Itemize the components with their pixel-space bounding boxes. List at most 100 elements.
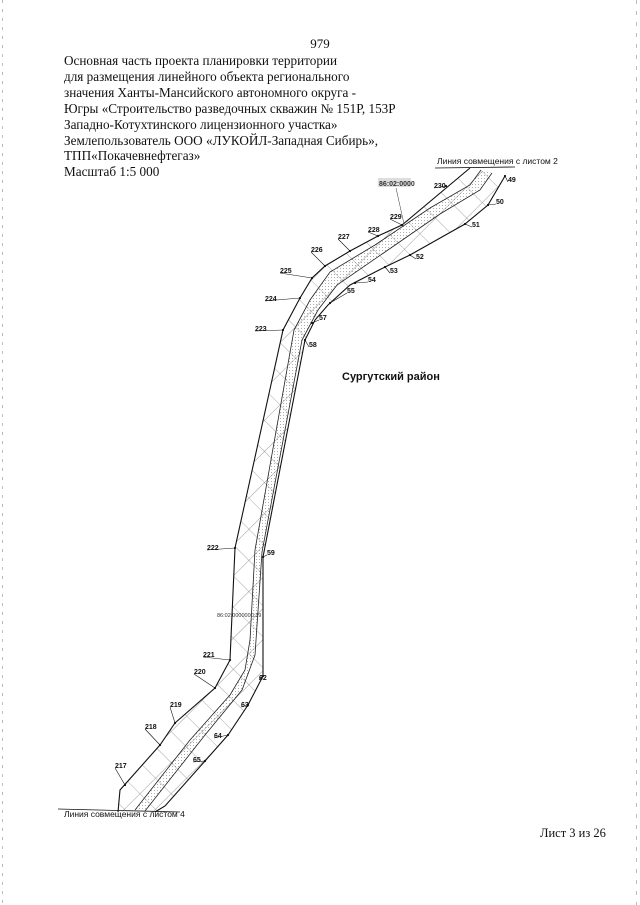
right-point-64-leader [213,734,229,739]
right-point-51: 51 [472,222,480,229]
left-point-219: 219 [170,702,182,709]
road-axis-line-2 [144,172,493,812]
right-point-63: 63 [241,702,249,709]
left-point-228-marker [376,234,380,238]
left-point-223: 223 [255,326,267,333]
right-point-50-leader [487,203,497,206]
corridor-area [117,167,506,813]
right-point-50: 50 [496,199,504,206]
caption-line-7: ТПП«Покачевнефтегаз» [64,148,201,164]
sheet-number: Лист 3 из 26 [540,826,606,840]
corridor-center-band [135,170,492,811]
scale-label: Масштаб 1:5 000 [64,164,160,180]
district-label: Сургутский район [342,371,440,383]
right-point-52: 52 [416,254,424,261]
left-point-221-marker [228,658,232,662]
right-point-57-leader [311,319,320,324]
left-point-219-marker [173,721,177,725]
left-point-230-leader [433,185,447,189]
right-point-58: 58 [309,342,317,349]
left-point-226-marker [323,264,327,268]
bottom-junction-label: Линия совмещения с листом 4 [64,809,185,819]
right-point-64: 64 [214,733,222,740]
left-point-217-marker [123,783,127,787]
right-point-63-marker [246,703,250,707]
left-point-225-leader [279,272,313,279]
scan-edge-right [636,0,637,905]
left-point-217: 217 [115,763,127,770]
right-point-59-marker [261,555,265,559]
page-number: 979 [310,36,330,51]
right-point-54-leader [354,281,369,284]
right-point-58-marker [303,338,307,342]
left-point-224: 224 [265,296,277,303]
caption-line-1: Основная часть проекта планировки террит… [64,53,338,68]
left-point-223-marker [281,328,285,332]
left-point-218: 218 [145,724,157,731]
caption-line-6: Землепользователь ООО «ЛУКОЙЛ-Западная С… [64,132,379,148]
corridor-right-boundary [154,175,506,813]
right-point-65: 65 [193,757,201,764]
left-point-224-marker [298,296,302,300]
road-axis-line [134,169,482,811]
right-point-54-marker [353,281,357,285]
right-point-49-marker [503,174,507,178]
left-point-222-leader [206,547,236,551]
right-point-62: 62 [259,675,267,682]
corridor-hatch [118,168,505,812]
right-point-64-marker [226,733,230,737]
cadastral-label-middle: 86:02:0000000:39 [217,613,261,619]
left-point-229-marker [400,223,404,227]
right-point-58-leader [304,339,310,348]
right-point-55-leader [329,292,348,304]
left-point-221: 221 [203,652,215,659]
left-point-222-marker [233,546,237,550]
left-point-221-leader [202,656,231,661]
right-point-49: 49 [508,177,516,184]
bottom-junction-line [57,808,181,813]
left-point-220: 220 [194,669,206,676]
right-point-50-marker [486,203,490,207]
left-point-227-marker [348,249,352,253]
top-junction-label: Линия совмещения с листом 2 [437,156,558,166]
left-point-218-leader [144,728,161,746]
right-point-52-leader [409,254,417,260]
left-point-230-marker [444,184,448,188]
right-point-52-marker [408,253,412,257]
right-point-59: 59 [267,550,275,557]
left-point-226: 226 [311,247,323,254]
left-boundary-points: 2302292282272262252242232222212202192182… [114,183,448,787]
right-point-53: 53 [390,268,398,275]
left-point-225: 225 [280,268,292,275]
map-caption: Основная часть проекта планировки террит… [64,53,484,180]
cadastral-label-top: 86:02:0000 [379,181,415,188]
right-point-55-marker [328,301,332,305]
left-point-220-leader [193,673,216,689]
caption-line-5: Западно-Котухтинского лицензионного учас… [64,116,338,132]
left-point-226-leader [310,251,326,267]
left-point-225-marker [310,276,314,280]
caption-line-3: значения Ханты-Мансийского автономного о… [64,84,357,100]
right-point-53-leader [384,266,391,274]
right-point-51-marker [463,222,467,226]
scan-edge-left [2,0,3,905]
right-point-65-marker [203,759,207,763]
left-point-219-leader [169,706,176,724]
right-point-54: 54 [368,277,376,284]
top-junction-line [434,166,516,169]
right-point-65-leader [192,760,206,763]
left-point-223-leader [254,329,284,332]
left-point-218-marker [158,743,162,747]
right-point-49-leader [504,175,509,183]
left-point-220-marker [213,686,217,690]
left-point-229: 229 [390,214,402,221]
right-point-57: 57 [319,315,327,322]
right-point-63-leader [240,704,249,708]
right-point-51-leader [464,223,473,228]
left-point-222: 222 [207,545,219,552]
left-point-228-leader [367,231,379,237]
left-point-228: 228 [368,227,380,234]
right-point-62-marker [261,674,265,678]
